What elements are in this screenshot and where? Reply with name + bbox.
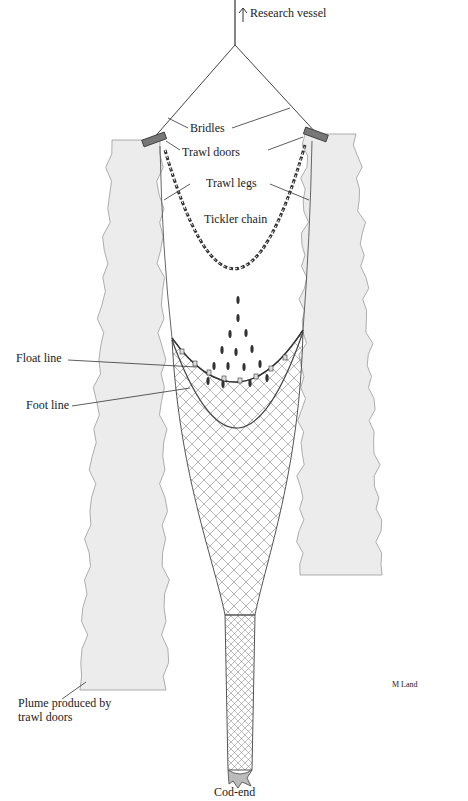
net-body: [172, 330, 303, 615]
door-plume: [80, 134, 382, 690]
trawl-door: [303, 127, 328, 142]
foot-line: [172, 332, 303, 428]
fish: [206, 296, 268, 388]
part-label: Plume produced by trawl doors: [18, 696, 118, 725]
bridle: [152, 45, 318, 140]
signature: M Land: [392, 680, 418, 690]
part-label: Float line: [16, 351, 62, 365]
float-line: [172, 330, 303, 382]
door-plume: [297, 134, 382, 575]
part-label: Trawl legs: [206, 176, 257, 190]
trawl-leg: [303, 141, 312, 330]
tickler-chain: [165, 145, 305, 269]
cod-end-net: [225, 615, 255, 770]
leader-line: [62, 108, 309, 699]
direction-arrow: [239, 8, 247, 22]
part-label: Bridles: [190, 121, 225, 135]
part-label: Cod-end: [214, 785, 255, 799]
part-label: Tickler chain: [204, 212, 267, 226]
vessel-label: Research vessel: [250, 6, 326, 20]
trawl-door: [142, 132, 167, 147]
floats: [180, 349, 287, 383]
trawl-leg: [160, 146, 172, 338]
tow-line: [234, 0, 235, 45]
part-label: Foot line: [26, 398, 69, 412]
door-plume: [80, 140, 169, 690]
part-label: Trawl doors: [182, 145, 240, 159]
chain-links: [165, 145, 305, 269]
